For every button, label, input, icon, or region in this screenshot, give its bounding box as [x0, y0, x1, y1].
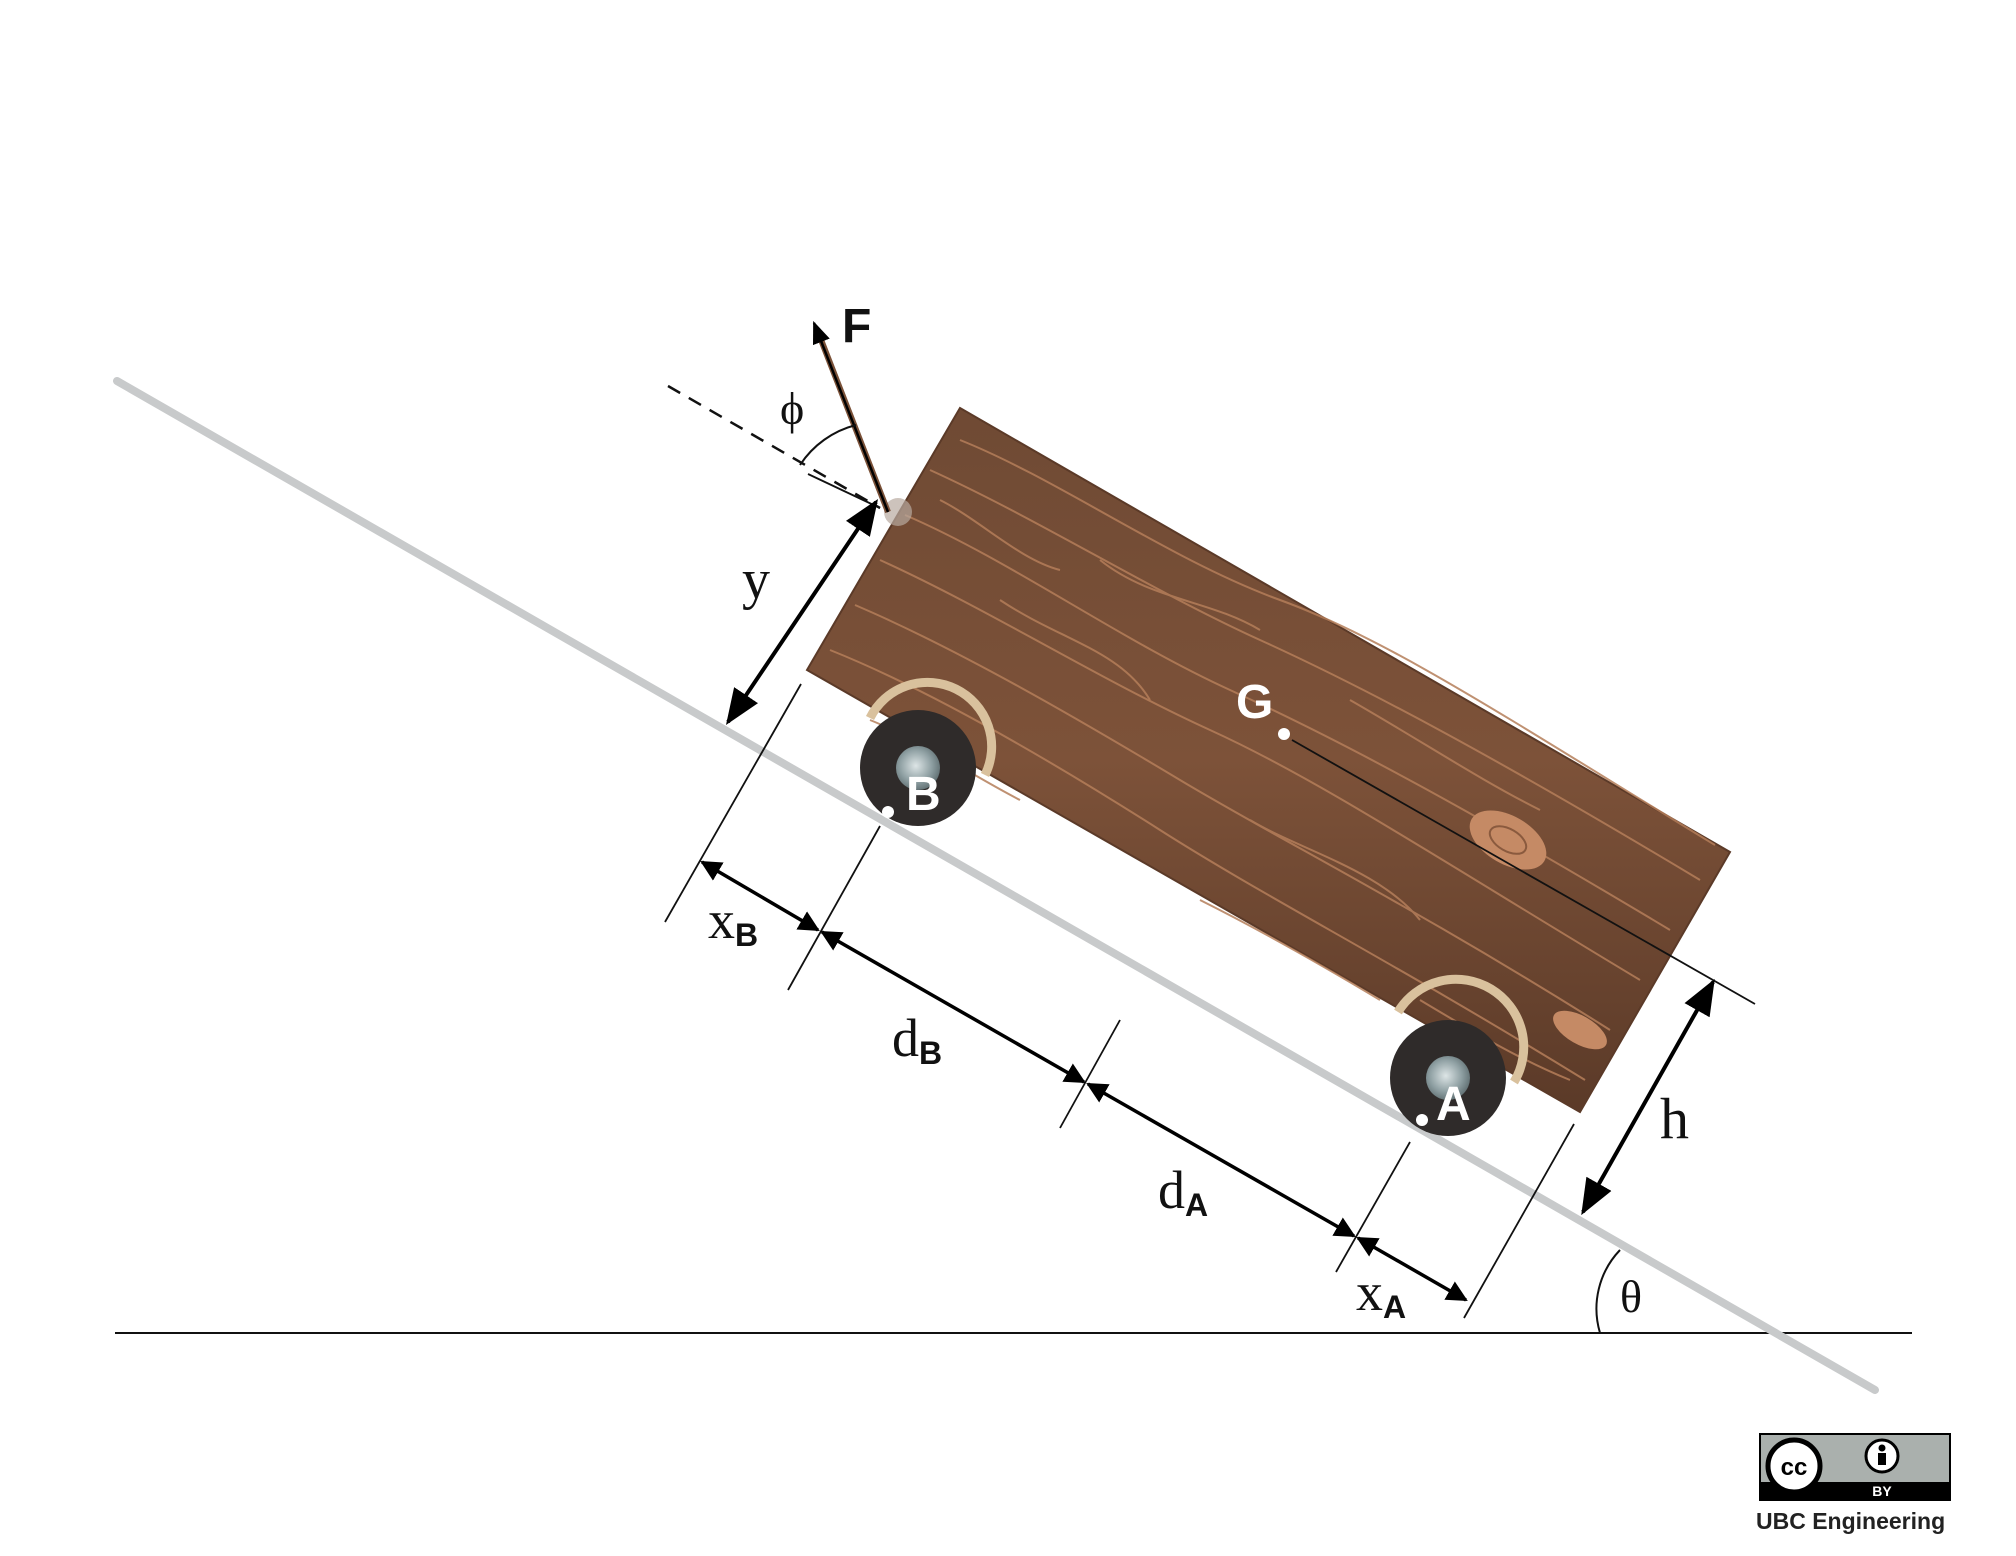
- force-application-point: [884, 498, 912, 526]
- point-g-dot: [1278, 728, 1290, 740]
- xa-dimension-arrow: [1356, 1236, 1468, 1302]
- label-force: F: [842, 300, 871, 353]
- label-a: A: [1436, 1078, 1471, 1131]
- label-phi: ϕ: [780, 383, 804, 434]
- footer-credit: UBC Engineering: [1756, 1508, 1946, 1534]
- extension-line-b: [787, 825, 881, 991]
- svg-text:BY: BY: [1872, 1483, 1892, 1499]
- da-dimension-arrow: [1086, 1082, 1356, 1238]
- label-theta: θ: [1620, 1271, 1642, 1322]
- wheel-b: [860, 677, 997, 826]
- extension-line-a: [1335, 1141, 1411, 1273]
- label-db: dB: [892, 1008, 942, 1071]
- label-y: y: [742, 549, 770, 611]
- phi-arc: [799, 424, 857, 466]
- wood-knot: [1469, 810, 1547, 870]
- y-dimension-arrow: [725, 499, 879, 725]
- label-h: h: [1660, 1086, 1689, 1151]
- xb-dimension-arrow: [700, 860, 820, 932]
- wheel-a: [1390, 974, 1529, 1136]
- incline-surface: [113, 377, 1879, 1394]
- extension-line-block-left: [664, 683, 802, 923]
- label-g: G: [1236, 676, 1273, 729]
- label-da: dA: [1158, 1160, 1208, 1223]
- label-xa: xA: [1356, 1262, 1406, 1325]
- db-dimension-arrow: [820, 930, 1086, 1084]
- cc-icon: [1765, 1437, 1823, 1495]
- label-xb: xB: [708, 890, 758, 953]
- point-b-dot: [882, 806, 894, 818]
- svg-text:cc: cc: [1781, 1454, 1808, 1481]
- label-b: B: [906, 768, 941, 821]
- theta-arc: [1595, 1249, 1621, 1334]
- g-height-extension: [1291, 739, 1756, 1005]
- extension-line-block-right: [1463, 1123, 1575, 1319]
- cc-by-license-badge: cc BY: [1759, 1433, 1951, 1501]
- point-a-dot: [1416, 1114, 1428, 1126]
- phi-reference-dashed: [667, 384, 881, 510]
- extension-line-mid: [1059, 1019, 1121, 1129]
- h-dimension-arrow: [1581, 978, 1715, 1216]
